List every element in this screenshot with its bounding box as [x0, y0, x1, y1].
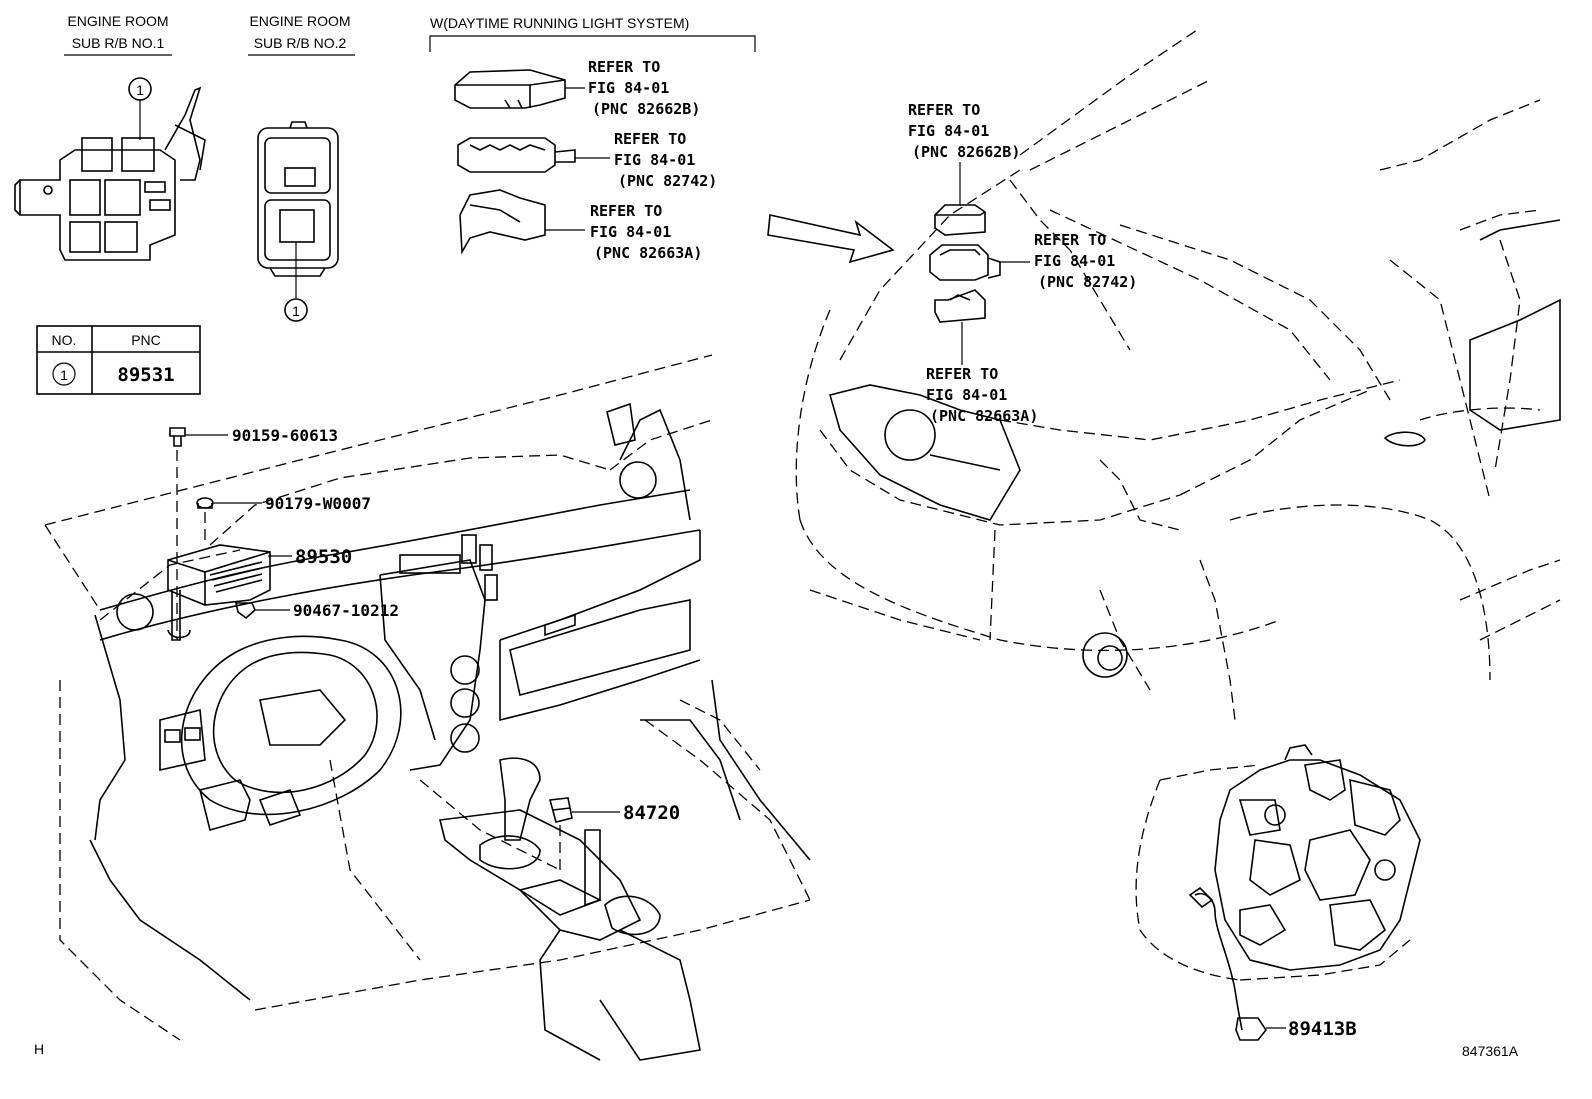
ecu-assembly [167, 427, 620, 870]
pnc-table-header-no: NO. [52, 332, 77, 348]
sub-rb2-drawing: 1 [257, 121, 339, 322]
switch-part-number: 84720 [623, 802, 680, 824]
car-front-illustration [767, 27, 1561, 721]
drl-ref2-line2: FIG 84-01 [614, 151, 695, 169]
drl-section-title: W(DAYTIME RUNNING LIGHT SYSTEM) [430, 15, 689, 31]
car-ref1-line3: (PNC 82662B) [912, 143, 1020, 161]
sub-rb2-line1: ENGINE ROOM [249, 13, 350, 29]
car-ref3-line3: (PNC 82663A) [930, 407, 1038, 425]
drl-ref3-line3: (PNC 82663A) [594, 244, 702, 262]
pnc-table: NO. PNC 1 89531 [36, 325, 201, 395]
sub-rb1-line1: ENGINE ROOM [67, 13, 168, 29]
figure-id: 847361A [1462, 1043, 1519, 1059]
sensor-part-number: 89413B [1288, 1018, 1357, 1040]
pnc-table-row-value: 89531 [117, 364, 174, 386]
ecu-part-number: 89530 [295, 546, 352, 568]
drl-ref1-line1: REFER TO [588, 58, 660, 76]
bolt-part-number: 90159-60613 [232, 426, 338, 445]
car-ref3-line2: FIG 84-01 [926, 386, 1007, 404]
sub-rb1-drawing: 1 [14, 77, 206, 261]
sub-rb1-line2: SUB R/B NO.1 [72, 35, 165, 51]
drl-ref2-line3: (PNC 82742) [618, 172, 717, 190]
pnc-table-row-mark: 1 [60, 367, 68, 383]
sub-rb2-header: ENGINE ROOM SUB R/B NO.2 [248, 13, 355, 56]
sub-rb2-callout: 1 [292, 303, 300, 319]
car-ref2-line2: FIG 84-01 [1034, 252, 1115, 270]
sub-rb2-line2: SUB R/B NO.2 [254, 35, 347, 51]
sub-rb1-header: ENGINE ROOM SUB R/B NO.1 [64, 13, 172, 56]
drl-ref3-line2: FIG 84-01 [590, 223, 671, 241]
dashboard-illustration [44, 354, 811, 1061]
car-ref2-line3: (PNC 82742) [1038, 273, 1137, 291]
drl-ref2-line1: REFER TO [614, 130, 686, 148]
car-ref2-line1: REFER TO [1034, 231, 1106, 249]
nut-part-number: 90179-W0007 [265, 494, 371, 513]
sub-rb1-callout: 1 [136, 82, 144, 98]
drl-ref3-line1: REFER TO [590, 202, 662, 220]
drl-section: W(DAYTIME RUNNING LIGHT SYSTEM) REFER TO… [429, 15, 756, 262]
clip-part-number: 90467-10212 [293, 601, 399, 620]
car-ref1-line2: FIG 84-01 [908, 122, 989, 140]
pnc-table-header-pnc: PNC [131, 332, 161, 348]
transmission-illustration [1135, 744, 1421, 1041]
car-ref1-line1: REFER TO [908, 101, 980, 119]
car-ref3-line1: REFER TO [926, 365, 998, 383]
drl-ref1-line2: FIG 84-01 [588, 79, 669, 97]
footer-left-mark: H [34, 1041, 44, 1057]
drl-ref1-line3: (PNC 82662B) [592, 100, 700, 118]
